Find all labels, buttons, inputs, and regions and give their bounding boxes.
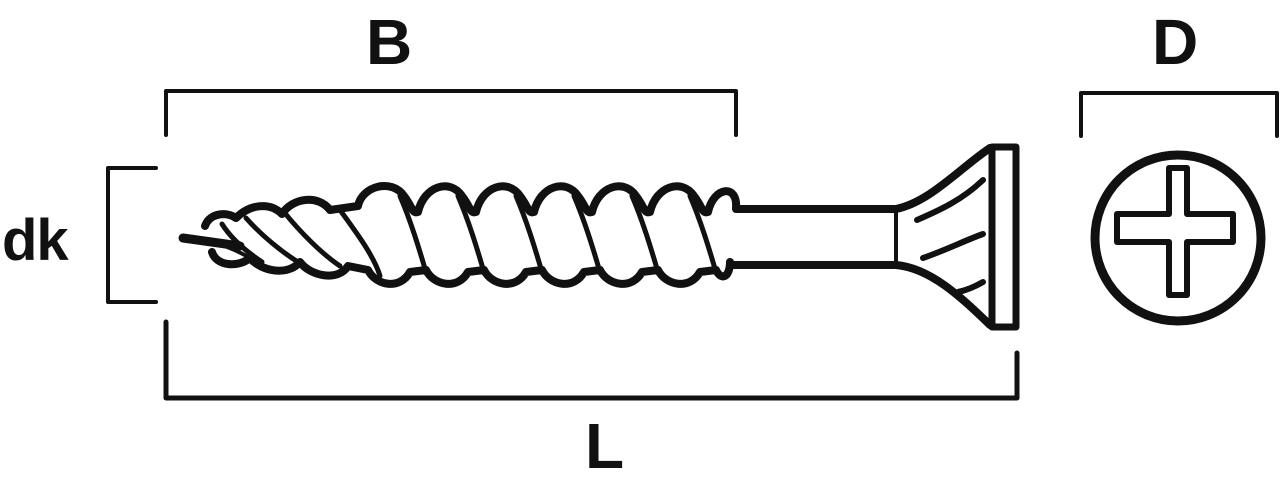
phillips-cross-icon xyxy=(1114,165,1236,298)
screw-side-view xyxy=(178,143,1020,331)
diameter-bracket xyxy=(106,166,158,304)
screw-head-top-view xyxy=(1090,150,1266,326)
head-diameter-bracket xyxy=(1079,91,1279,138)
head-diameter-label: D xyxy=(1152,6,1199,78)
thread-flanks xyxy=(210,193,719,279)
head-ribs xyxy=(914,177,986,295)
screw-head-cone xyxy=(892,144,994,329)
total-length-label: L xyxy=(585,410,625,482)
screw-head-top xyxy=(988,143,1020,331)
thread-length-label: B xyxy=(366,6,413,78)
head-circle xyxy=(1090,150,1266,326)
total-length-bracket xyxy=(163,319,1020,401)
thread-length-bracket xyxy=(164,89,738,137)
screw-shank xyxy=(726,205,900,269)
core-diameter-label: dk xyxy=(2,208,69,273)
thread-outline-top xyxy=(201,182,741,230)
